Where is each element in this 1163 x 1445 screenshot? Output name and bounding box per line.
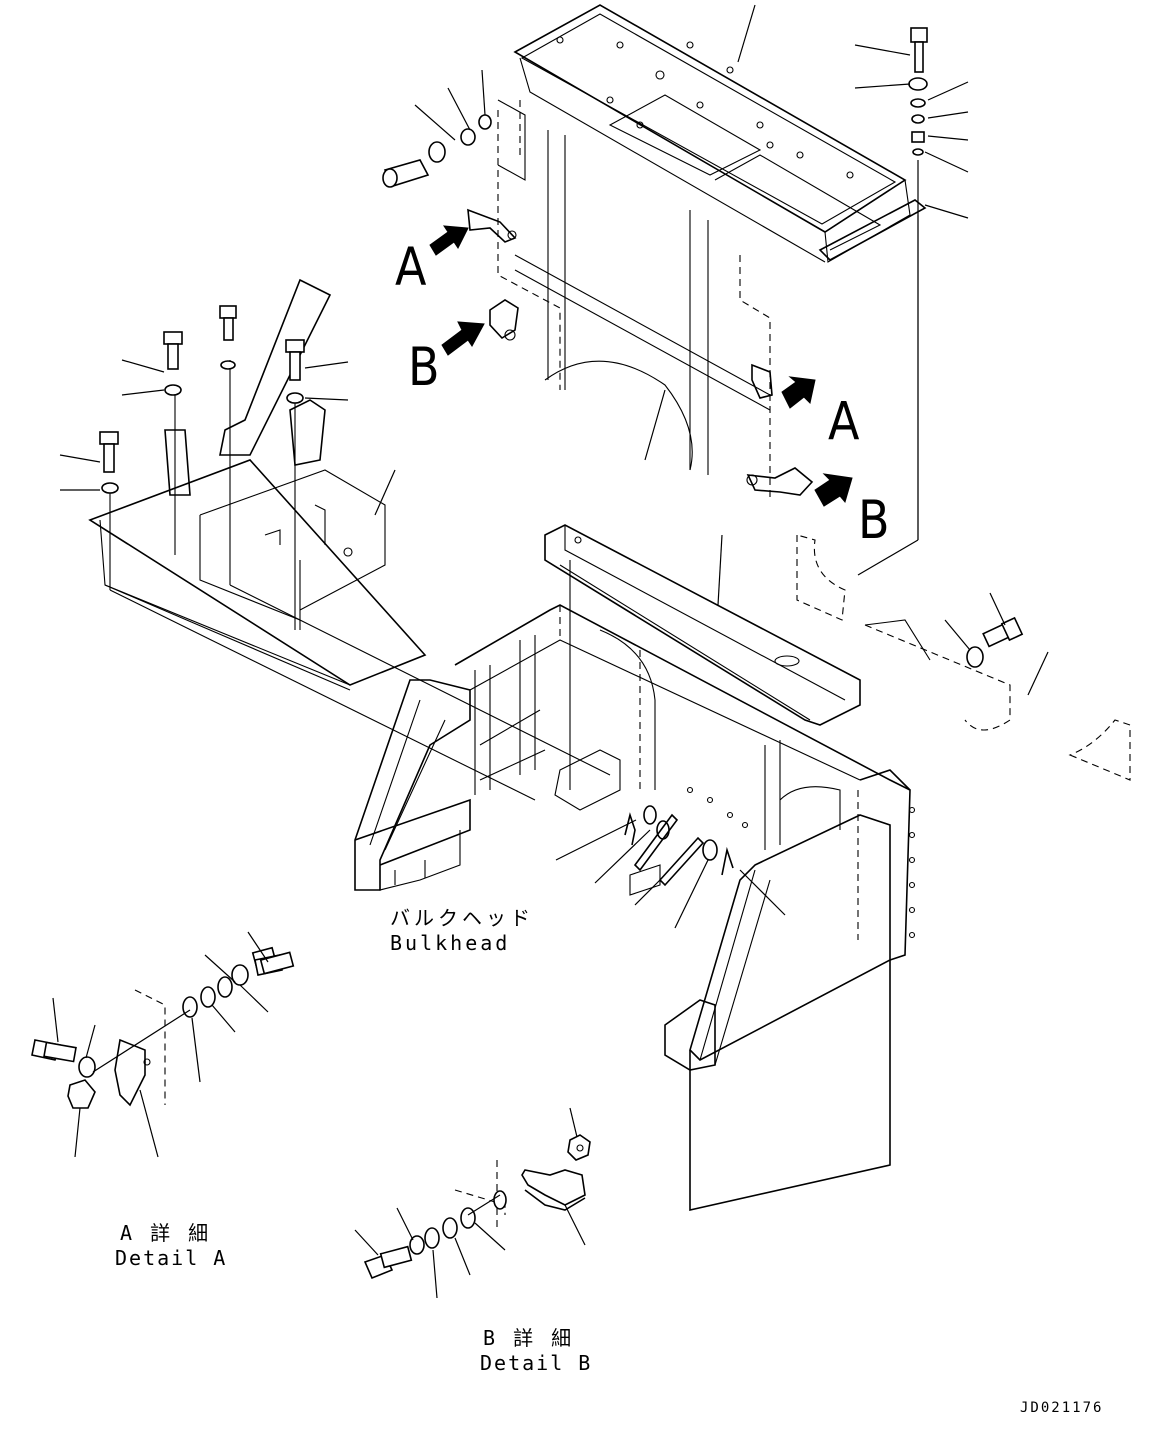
bulkhead-label: バルクヘッド Bulkhead <box>390 906 534 955</box>
callout-a-lower: A <box>828 390 860 452</box>
detail-b-label-en: Detail B <box>480 1351 592 1375</box>
drawing-number: JD021176 <box>1020 1400 1103 1416</box>
detail-a-label-en: Detail A <box>115 1246 227 1270</box>
arrow-b-upper <box>441 321 485 356</box>
right-side-plates <box>796 215 1131 781</box>
arrow-a-upper <box>429 225 469 256</box>
detail-a-label: A 詳 細 Detail A <box>115 1221 227 1270</box>
arrow-b-lower <box>814 473 853 507</box>
bulkhead-frame <box>109 584 916 1211</box>
upper-frame-assembly <box>497 4 911 500</box>
detail-b-label-jp: B 詳 細 <box>483 1326 574 1350</box>
callout-b-upper: B <box>408 336 440 398</box>
left-floor-assembly <box>59 278 427 691</box>
upper-left-fasteners <box>382 69 492 188</box>
detail-b-label: B 詳 細 Detail B <box>480 1326 592 1375</box>
callout-a-upper: A <box>395 236 427 298</box>
cross-beam <box>544 524 861 790</box>
bulkhead-label-jp: バルクヘッド <box>390 906 534 930</box>
brackets-and-callouts: A B A B <box>395 208 890 551</box>
callout-b-lower: B <box>858 489 890 551</box>
detail-a-drawing <box>31 931 295 1158</box>
detail-a-label-jp: A 詳 細 <box>120 1221 211 1245</box>
arrow-a-lower <box>781 376 816 409</box>
bulkhead-label-en: Bulkhead <box>390 931 510 955</box>
detail-b-drawing <box>354 1107 591 1299</box>
